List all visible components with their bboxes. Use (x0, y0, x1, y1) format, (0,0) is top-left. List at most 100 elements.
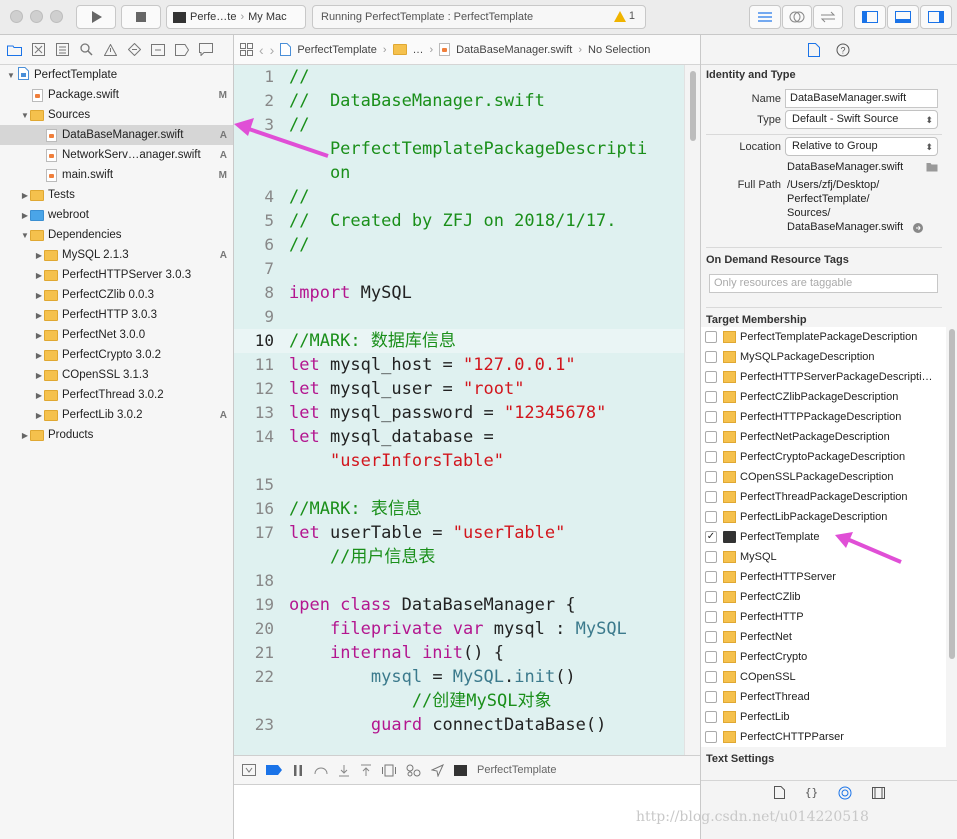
target-checkbox[interactable] (705, 331, 717, 343)
media-library-icon[interactable] (872, 786, 886, 799)
code-line[interactable]: on (234, 161, 684, 185)
disclosure-open-icon[interactable]: ▼ (7, 70, 15, 80)
odr-tags-field[interactable]: Only resources are taggable (709, 274, 938, 293)
stop-button[interactable] (121, 5, 161, 29)
code-line[interactable]: 22 mysql = MySQL.init() (234, 665, 684, 689)
navigator-row[interactable]: ▶PerfectHTTP 3.0.3 (0, 305, 233, 325)
report-icon[interactable] (198, 42, 214, 58)
run-button[interactable] (76, 5, 116, 29)
code-line[interactable]: //创建MySQL对象 (234, 689, 684, 713)
issue-icon[interactable] (102, 42, 118, 58)
disclosure-closed-icon[interactable]: ▶ (35, 270, 43, 280)
target-checkbox[interactable] (705, 591, 717, 603)
scheme-selector[interactable]: Perfe…te › My Mac (166, 5, 306, 29)
navigator-row[interactable]: ▶PerfectCZlib 0.0.3 (0, 285, 233, 305)
target-checkbox[interactable] (705, 391, 717, 403)
code-line[interactable]: 18 (234, 569, 684, 593)
code-line[interactable]: 9 (234, 305, 684, 329)
disclosure-closed-icon[interactable]: ▶ (35, 350, 43, 360)
navigator-row[interactable]: ▶PerfectNet 3.0.0 (0, 325, 233, 345)
navigator-row[interactable]: ▶COpenSSL 3.1.3 (0, 365, 233, 385)
target-checkbox[interactable] (705, 631, 717, 643)
target-checkbox[interactable] (705, 711, 717, 723)
reveal-arrow-icon[interactable] (913, 223, 923, 233)
forward-arrow-icon[interactable]: › (269, 41, 275, 58)
folder-icon[interactable] (6, 42, 22, 58)
target-checkbox[interactable] (705, 731, 717, 743)
disclosure-closed-icon[interactable]: ▶ (35, 310, 43, 320)
target-checkbox[interactable] (705, 471, 717, 483)
location-popup[interactable]: Relative to Group⬍ (785, 137, 938, 156)
target-checkbox[interactable] (705, 571, 717, 583)
target-checkbox[interactable] (705, 491, 717, 503)
navigator-row[interactable]: ▶PerfectHTTPServer 3.0.3 (0, 265, 233, 285)
inspector-scrollbar[interactable] (947, 327, 957, 747)
code-line[interactable]: 7 (234, 257, 684, 281)
pause-icon[interactable] (292, 764, 304, 777)
toggle-debug-area-button[interactable] (887, 5, 919, 29)
code-line[interactable]: 2// DataBaseManager.swift (234, 89, 684, 113)
target-checkbox[interactable] (705, 431, 717, 443)
breakpoint-icon[interactable] (174, 42, 190, 58)
symbol-navigator-icon[interactable] (30, 42, 46, 58)
version-editor-button[interactable] (813, 5, 843, 29)
file-template-icon[interactable] (773, 786, 785, 799)
object-library-icon[interactable] (838, 786, 852, 800)
target-checkbox[interactable] (705, 451, 717, 463)
search-icon[interactable] (78, 42, 94, 58)
code-line[interactable]: "userInforsTable" (234, 449, 684, 473)
code-line[interactable]: 3// (234, 113, 684, 137)
navigator-row[interactable]: ▶PerfectThread 3.0.2 (0, 385, 233, 405)
code-line[interactable]: 21 internal init() { (234, 641, 684, 665)
assistant-editor-button[interactable] (782, 5, 812, 29)
editor-scrollbar[interactable] (684, 65, 700, 755)
target-checkbox[interactable] (705, 651, 717, 663)
step-into-icon[interactable] (338, 764, 350, 777)
back-arrow-icon[interactable]: ‹ (259, 41, 264, 58)
code-line[interactable]: 5// Created by ZFJ on 2018/1/17. (234, 209, 684, 233)
warning-indicator[interactable]: 1 (613, 10, 635, 22)
code-snippet-icon[interactable]: {} (804, 786, 819, 799)
location-icon[interactable] (431, 763, 444, 777)
disclosure-closed-icon[interactable]: ▶ (35, 250, 43, 260)
target-checkbox[interactable] (705, 671, 717, 683)
breakpoints-toggle-icon[interactable] (266, 765, 282, 775)
navigator-row[interactable]: ▼PerfectTemplate (0, 65, 233, 85)
hide-debug-icon[interactable] (242, 764, 256, 776)
code-line[interactable]: 16//MARK: 表信息 (234, 497, 684, 521)
target-checkbox[interactable] (705, 411, 717, 423)
hierarchy-icon[interactable] (54, 42, 70, 58)
navigator-row[interactable]: ▶webroot (0, 205, 233, 225)
standard-editor-button[interactable] (749, 5, 781, 29)
type-popup[interactable]: Default - Swift Source⬍ (785, 110, 938, 129)
code-line[interactable]: PerfectTemplatePackageDescripti (234, 137, 684, 161)
target-checkbox[interactable] (705, 691, 717, 703)
target-checkbox[interactable]: ✓ (705, 531, 717, 543)
disclosure-open-icon[interactable]: ▼ (21, 230, 29, 240)
debug-process[interactable]: PerfectTemplate (477, 764, 557, 776)
code-line[interactable]: 20 fileprivate var mysql : MySQL (234, 617, 684, 641)
view-hierarchy-icon[interactable] (382, 764, 396, 777)
jump-project[interactable]: PerfectTemplate (297, 43, 377, 56)
target-checkbox[interactable] (705, 551, 717, 563)
navigator-row[interactable]: ▼Dependencies (0, 225, 233, 245)
target-checkbox[interactable] (705, 611, 717, 623)
disclosure-closed-icon[interactable]: ▶ (21, 190, 29, 200)
jump-ellipsis[interactable]: … (412, 43, 424, 56)
help-icon[interactable]: ? (836, 43, 850, 57)
minimize-window-button[interactable] (30, 10, 43, 23)
code-line[interactable]: //用户信息表 (234, 545, 684, 569)
disclosure-closed-icon[interactable]: ▶ (35, 370, 43, 380)
